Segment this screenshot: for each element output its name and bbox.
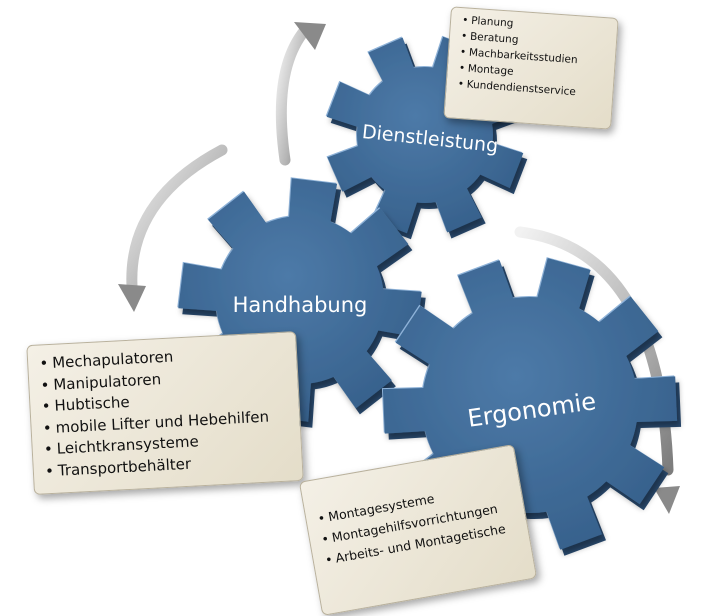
handhabung-list-box: Mechapulatoren Manipulatoren Hubtische m…	[26, 331, 304, 495]
arrowhead-left-icon	[118, 284, 146, 312]
gear-dienstleistung	[325, 35, 528, 240]
gear-label-handhabung: Handhabung	[233, 293, 368, 317]
gear-body	[326, 36, 524, 234]
dienstleistung-list-box: Planung Beratung Machbarkeitsstudien Mon…	[443, 6, 619, 130]
arrow-top-icon	[275, 24, 311, 166]
arrow-left-icon	[126, 144, 228, 292]
arrowhead-top-icon	[294, 22, 326, 50]
arrowhead-right-icon	[654, 486, 680, 514]
